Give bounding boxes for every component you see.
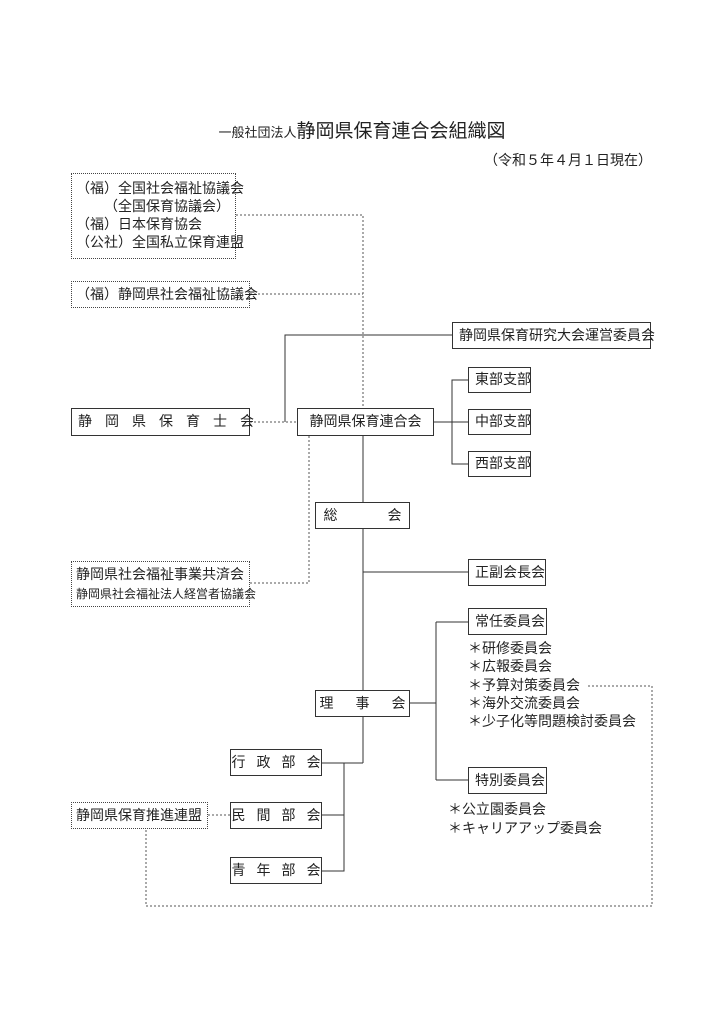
title-main: 静岡県保育連合会組織図 [296, 120, 506, 142]
research-committee-box: 静岡県保育研究大会運営委員会 [452, 322, 655, 349]
board-label: 理事会 [319, 695, 428, 712]
special-sub-career-up: ＊キャリアアップ委員会 [448, 821, 602, 837]
page-title: 一般社団法人静岡県保育連合会組織図 [0, 116, 724, 143]
board-box: 理事会 [315, 690, 410, 717]
org-national-private-league: （公社）全国私立保育連盟 [76, 235, 244, 251]
division-private-label: 民間部会 [231, 807, 332, 824]
branch-east-box: 東部支部 [468, 367, 531, 393]
branch-west-box: 西部支部 [468, 451, 531, 477]
standing-sub-training: ＊研修委員会 [468, 641, 552, 657]
federation-box: 静岡県保育連合会 [297, 408, 434, 436]
general-meeting-label: 総会 [323, 507, 452, 524]
division-private-box: 民間部会 [230, 802, 322, 829]
org-japan-nursery-association: （福）日本保育協会 [76, 217, 202, 233]
nursery-teachers-association-box: 静岡県保育士会 [71, 408, 254, 436]
title-prefix: 一般社団法人 [218, 126, 297, 141]
special-committee-box: 特別委員会 [468, 767, 547, 794]
special-sub-public-school: ＊公立園委員会 [448, 802, 546, 818]
division-youth-box: 青年部会 [230, 857, 322, 884]
general-meeting-box: 総会 [315, 502, 410, 529]
branch-central-box: 中部支部 [468, 409, 531, 435]
pref-social-welfare-council-box: （福）静岡県社会福祉協議会 [71, 281, 258, 308]
standing-sub-international: ＊海外交流委員会 [468, 696, 580, 712]
division-administrative-label: 行政部会 [231, 754, 332, 771]
chairs-meeting-box: 正副会長会 [468, 559, 546, 586]
mutual-aid-label: 静岡県社会福祉事業共済会 [76, 567, 244, 583]
standing-sub-birthrate: ＊少子化等問題検討委員会 [468, 714, 636, 730]
managers-council-label: 静岡県社会福祉法人経営者協議会 [76, 587, 257, 601]
mutual-aid-box: 静岡県社会福祉事業共済会 静岡県社会福祉法人経営者協議会 [71, 561, 256, 607]
org-national-nursery-council: （全国保育協議会） [104, 199, 230, 215]
division-administrative-box: 行政部会 [230, 749, 322, 776]
promotion-league-box: 静岡県保育推進連盟 [71, 802, 208, 829]
org-national-council: （福）全国社会福祉協議会 [76, 181, 244, 197]
division-youth-label: 青年部会 [231, 862, 332, 879]
national-organizations-box: （福）全国社会福祉協議会 （全国保育協議会） （福）日本保育協会 （公社）全国私… [71, 173, 244, 259]
standing-sub-budget: ＊予算対策委員会 [468, 678, 580, 694]
standing-committee-box: 常任委員会 [468, 608, 547, 635]
standing-sub-public-relations: ＊広報委員会 [468, 659, 552, 675]
as-of-date: （令和５年４月１日現在） [484, 153, 652, 169]
nursery-teachers-label: 静岡県保育士会 [78, 414, 267, 430]
